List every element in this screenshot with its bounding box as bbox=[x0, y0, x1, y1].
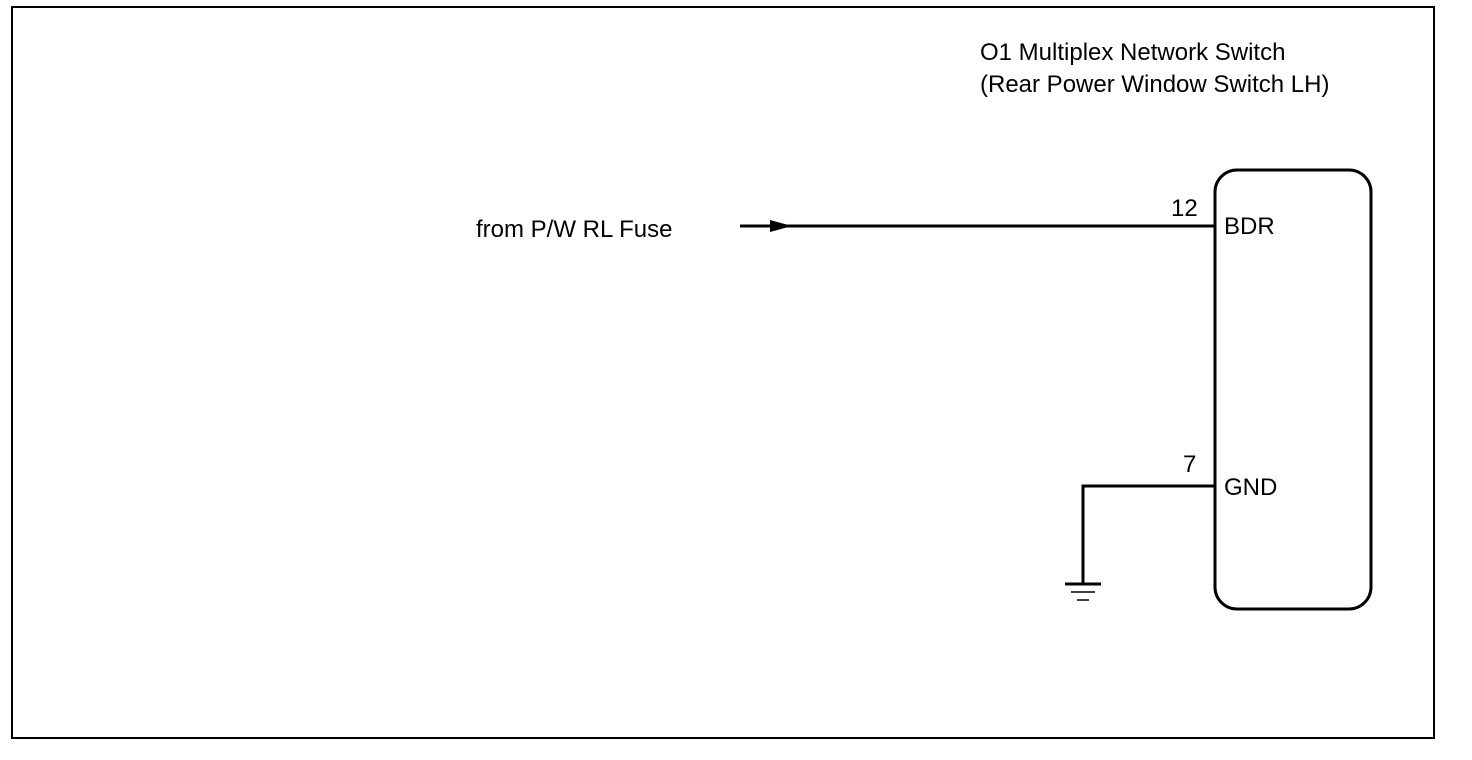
switch-component-body bbox=[1213, 168, 1373, 611]
pin-number-bdr: 12 bbox=[1171, 195, 1198, 222]
component-title-line2: (Rear Power Window Switch LH) bbox=[980, 71, 1329, 98]
pin-number-gnd: 7 bbox=[1183, 451, 1196, 478]
arrow-right-icon bbox=[770, 220, 792, 232]
diagram-frame bbox=[11, 6, 1435, 739]
pin-name-bdr: BDR bbox=[1224, 213, 1275, 240]
ground-icon bbox=[1065, 582, 1101, 601]
component-title-line1: O1 Multiplex Network Switch bbox=[980, 39, 1285, 66]
gnd-wire bbox=[1081, 484, 1215, 584]
source-label: from P/W RL Fuse bbox=[476, 216, 672, 243]
pin-name-gnd: GND bbox=[1224, 474, 1277, 501]
